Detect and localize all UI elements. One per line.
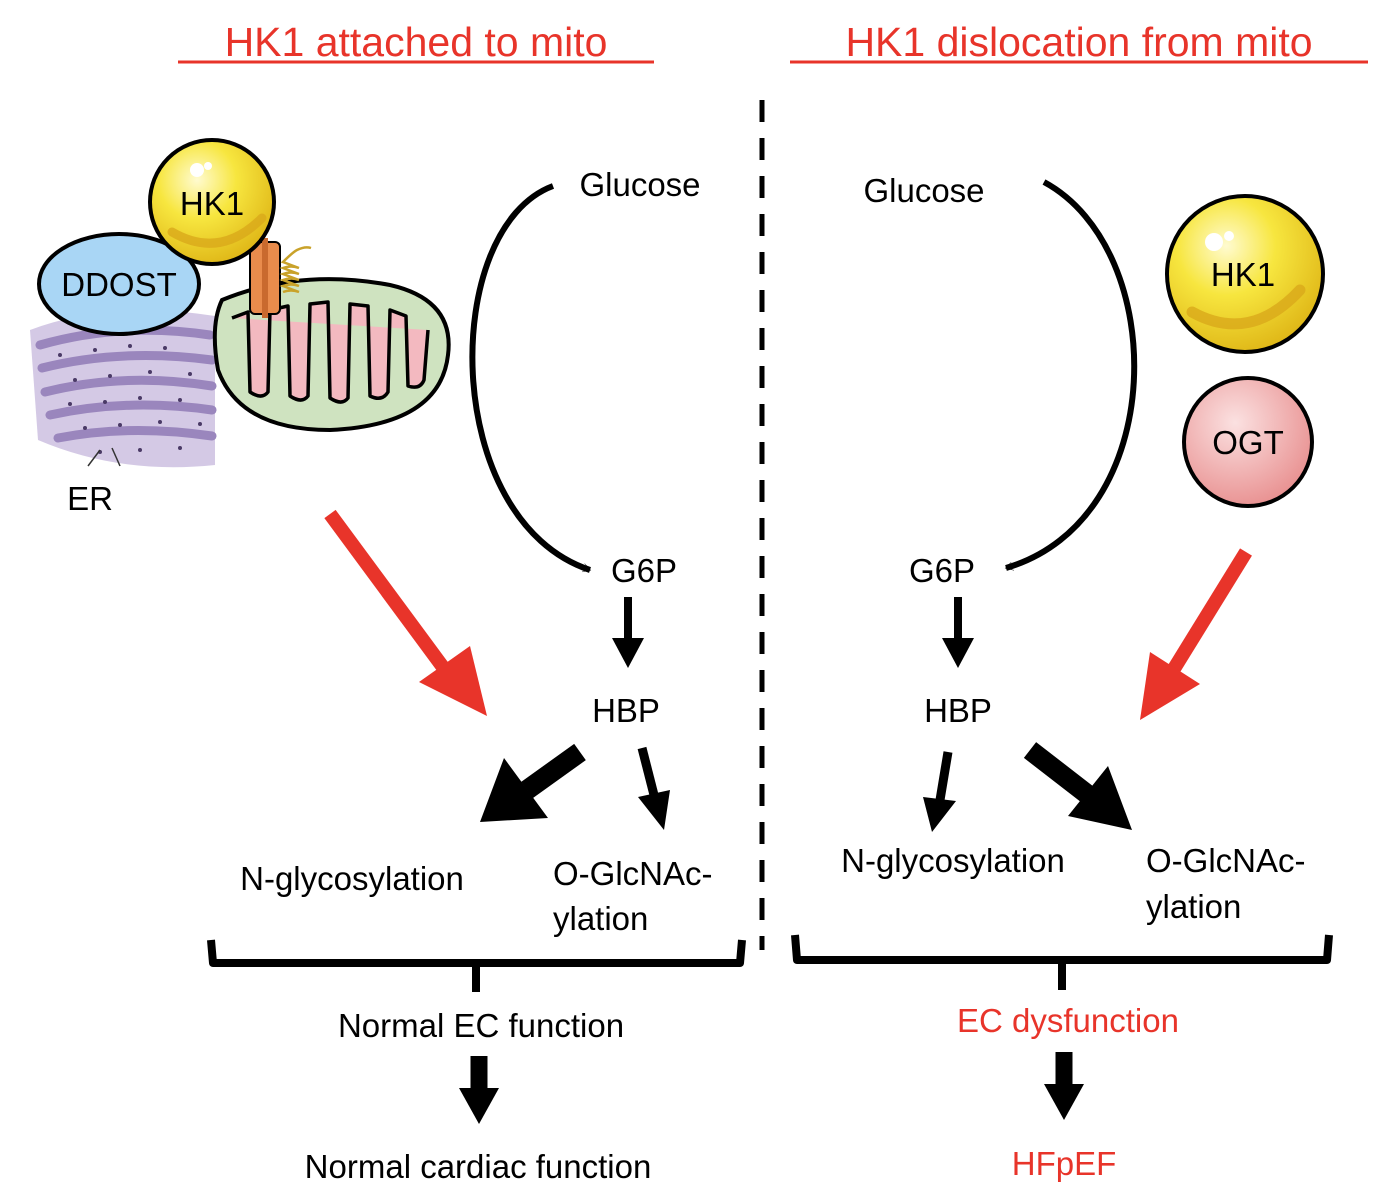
g6p-label-right: G6P bbox=[909, 552, 975, 589]
glucose-label-left: Glucose bbox=[579, 166, 700, 203]
left-panel-title: HK1 attached to mito bbox=[225, 19, 608, 65]
glucose-label-right: Glucose bbox=[863, 172, 984, 209]
oglcnac-label-left-line2: ylation bbox=[553, 900, 648, 937]
er-label: ER bbox=[67, 480, 113, 517]
red-arrow-left bbox=[324, 509, 487, 716]
hk1-label-right: HK1 bbox=[1211, 256, 1275, 293]
ogt-protein: OGT bbox=[1182, 376, 1314, 508]
oglcnac-label-left-line1: O-GlcNAc- bbox=[553, 855, 713, 892]
mitochondrion-illustration bbox=[212, 238, 451, 433]
oglcnac-label-right-line2: ylation bbox=[1146, 888, 1241, 925]
nglyco-label-left: N-glycosylation bbox=[240, 860, 464, 897]
right-panel-title: HK1 dislocation from mito bbox=[845, 19, 1312, 65]
hk1-protein-right: HK1 bbox=[1165, 194, 1325, 354]
outcome-label-left: Normal EC function bbox=[338, 1007, 624, 1044]
hbp-to-oglcnac-arrow-right bbox=[1023, 742, 1132, 830]
outcome-label-right: EC dysfunction bbox=[957, 1002, 1179, 1039]
bracket-left bbox=[207, 939, 746, 992]
nglyco-label-right: N-glycosylation bbox=[841, 842, 1065, 879]
ddost-label: DDOST bbox=[61, 266, 177, 303]
g6p-to-hbp-arrow-left bbox=[612, 597, 644, 668]
hbp-label-left: HBP bbox=[592, 692, 660, 729]
oglcnac-label-right-line1: O-GlcNAc- bbox=[1146, 842, 1306, 879]
g6p-label-left: G6P bbox=[611, 552, 677, 589]
right-title-group: HK1 dislocation from mito bbox=[790, 19, 1368, 65]
bracket-right bbox=[791, 934, 1333, 990]
hbp-to-nglyco-arrow-right bbox=[923, 751, 956, 832]
hk1-protein-left: HK1 bbox=[148, 138, 276, 266]
left-title-group: HK1 attached to mito bbox=[178, 19, 654, 65]
glucose-to-g6p-arrow-right bbox=[1006, 179, 1138, 571]
ogt-label: OGT bbox=[1212, 424, 1284, 461]
final-label-right: HFpEF bbox=[1012, 1145, 1117, 1182]
red-arrow-right bbox=[1140, 548, 1252, 720]
hbp-to-oglcnac-arrow-left bbox=[637, 746, 670, 830]
g6p-to-hbp-arrow-right bbox=[942, 597, 974, 668]
final-label-left: Normal cardiac function bbox=[305, 1148, 652, 1185]
ddost-protein: DDOST bbox=[37, 232, 201, 336]
outcome-to-final-arrow-left bbox=[459, 1056, 499, 1124]
glucose-to-g6p-arrow-left bbox=[469, 183, 590, 573]
outcome-to-final-arrow-right bbox=[1044, 1052, 1084, 1120]
hk1-label-left: HK1 bbox=[180, 185, 244, 222]
hbp-to-nglyco-arrow-left bbox=[480, 743, 586, 822]
hbp-label-right: HBP bbox=[924, 692, 992, 729]
